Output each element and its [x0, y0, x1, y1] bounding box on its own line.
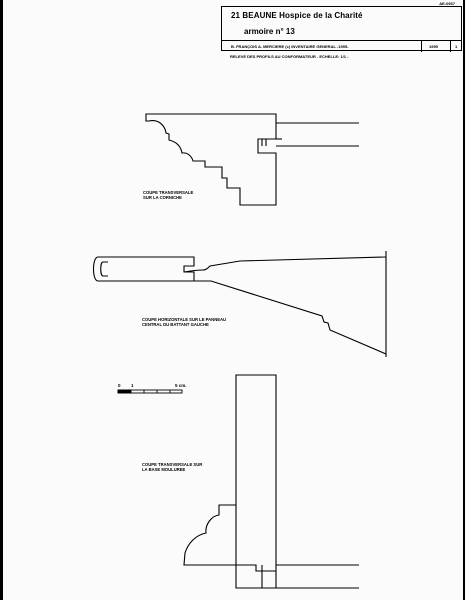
scale-bar: [117, 389, 183, 394]
scale-end-label: 5 cm.: [175, 383, 187, 388]
sheet-number: 1: [455, 44, 458, 49]
scale-start-label: 0: [118, 383, 121, 388]
panel-profile: [92, 251, 387, 357]
title-location: 21 BEAUNE Hospice de la Charité: [231, 11, 363, 20]
sheet-reference: AE-0937: [439, 1, 455, 6]
title-block: 21 BEAUNE Hospice de la Charité armoire …: [221, 6, 462, 52]
cornice-section-label: COUPE TRANSVERSALE SUR LA CORNICHE: [143, 190, 194, 200]
base-profile: [183, 374, 359, 589]
author-credit: B. FRANÇOIS A. MERCIERE (c) INVENTAIRE G…: [231, 44, 349, 49]
divider: [421, 41, 422, 52]
divider: [450, 41, 451, 52]
cornice-profile: [145, 113, 359, 206]
base-section-label: COUPE TRANSVERSALE SUR LA BASE MOULUREE: [142, 462, 203, 472]
year-cell: 1995: [429, 44, 438, 49]
title-object: armoire n° 13: [244, 27, 295, 36]
panel-section-label: COUPE HORIZONTALE SUR LE PANNEAU CENTRAL…: [142, 317, 227, 327]
info-row: B. FRANÇOIS A. MERCIERE (c) INVENTAIRE G…: [222, 40, 461, 52]
scale-mid-label: 1: [131, 383, 134, 388]
drawing-subtitle: RELEVE DES PROFILS AU CONFORMATEUR - ECH…: [230, 54, 349, 59]
